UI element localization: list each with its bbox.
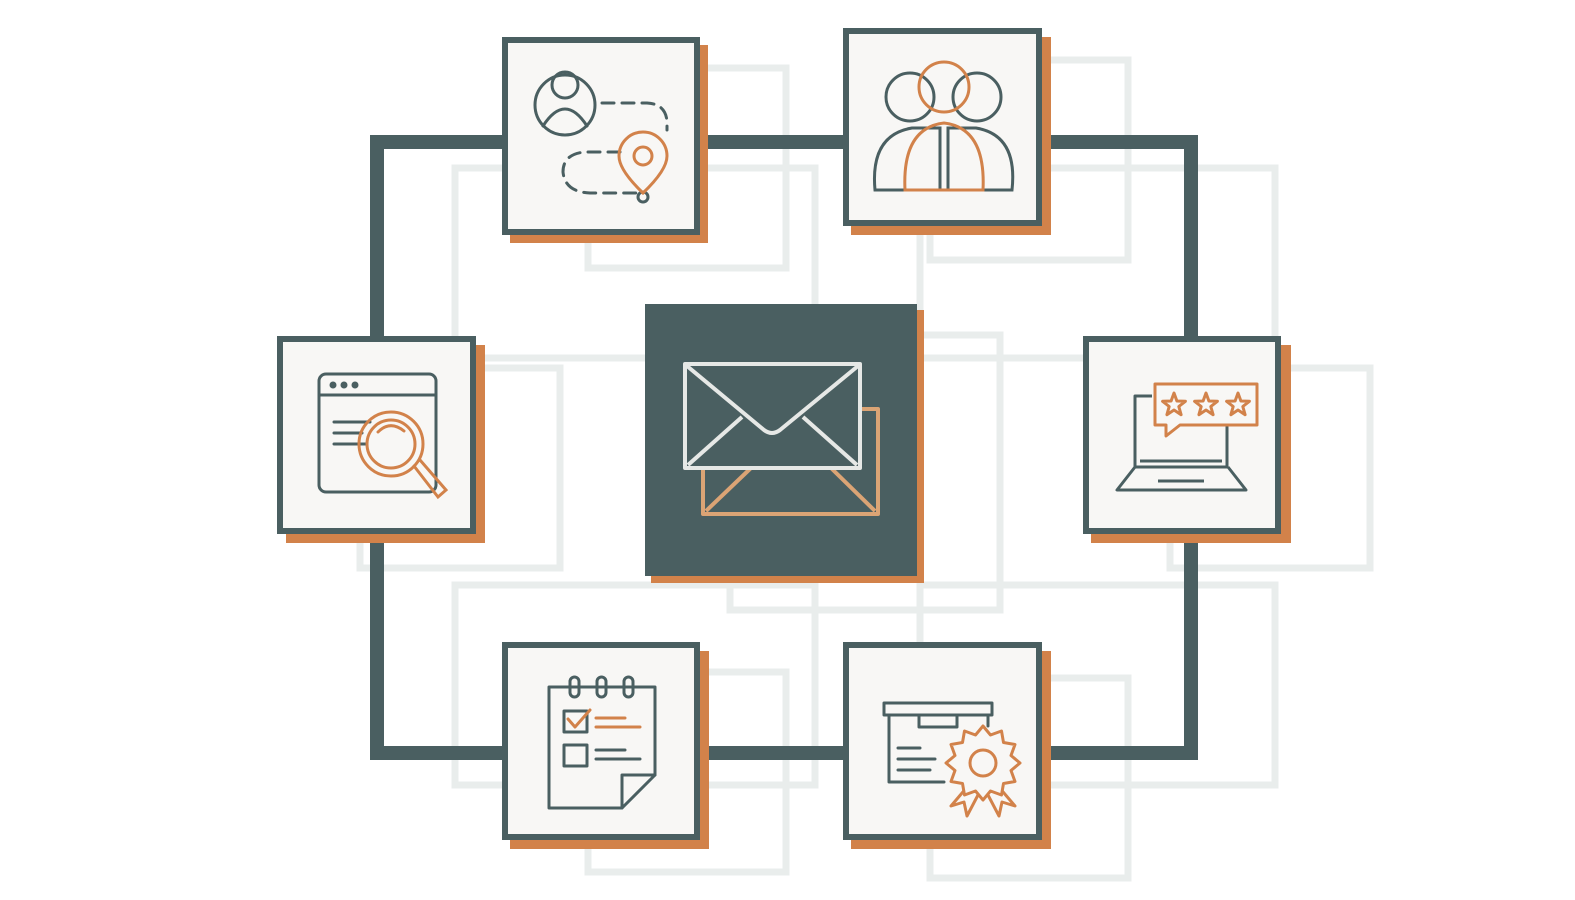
certificate-award-icon: [882, 701, 1022, 818]
node-certification: [843, 642, 1051, 849]
laptop-star-rating-icon: [1115, 382, 1259, 492]
connector-frame: [370, 135, 1198, 760]
node-audience: [843, 28, 1051, 235]
user-group-icon: [872, 60, 1015, 192]
browser-magnifier-icon: [317, 372, 449, 500]
center-node: [645, 304, 924, 583]
node-reviews: [1083, 336, 1291, 543]
envelope-icon: [683, 362, 880, 516]
node-web-search: [277, 336, 485, 543]
user-route-pin-icon: [533, 70, 669, 204]
node-checklist: [502, 642, 709, 849]
node-customer-journey: [502, 37, 708, 243]
checklist-notepad-icon: [547, 675, 657, 810]
